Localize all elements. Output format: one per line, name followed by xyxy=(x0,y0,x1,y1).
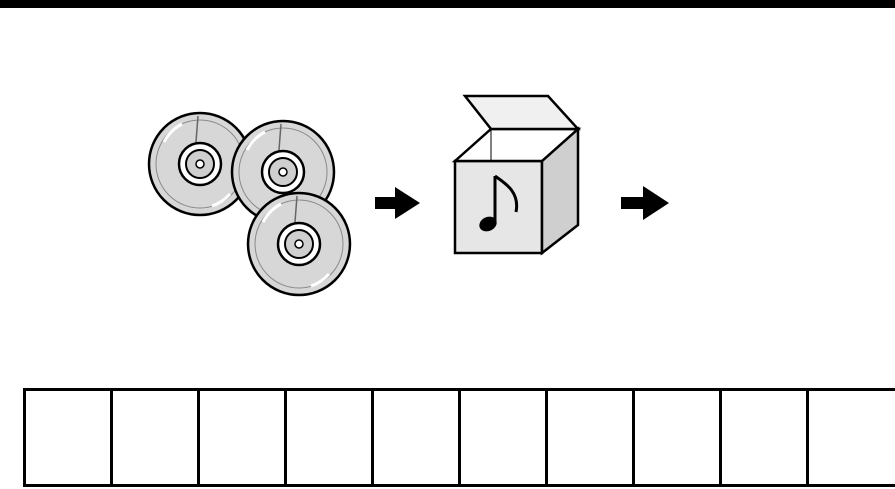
empty-slot xyxy=(548,391,635,484)
empty-slot xyxy=(809,391,895,484)
empty-slot xyxy=(461,391,548,484)
top-rule xyxy=(0,0,895,8)
empty-slot xyxy=(722,391,809,484)
right-arrow-icon xyxy=(375,187,420,219)
music-box-icon xyxy=(451,94,582,256)
empty-slot xyxy=(113,391,200,484)
empty-slot xyxy=(635,391,722,484)
slot-row xyxy=(23,388,895,487)
compact-disc-icon xyxy=(147,111,352,297)
empty-slot xyxy=(200,391,287,484)
music-note-icon xyxy=(479,174,519,232)
right-arrow-icon xyxy=(621,186,669,220)
empty-slot xyxy=(287,391,374,484)
empty-slot xyxy=(374,391,461,484)
empty-slot xyxy=(26,391,113,484)
